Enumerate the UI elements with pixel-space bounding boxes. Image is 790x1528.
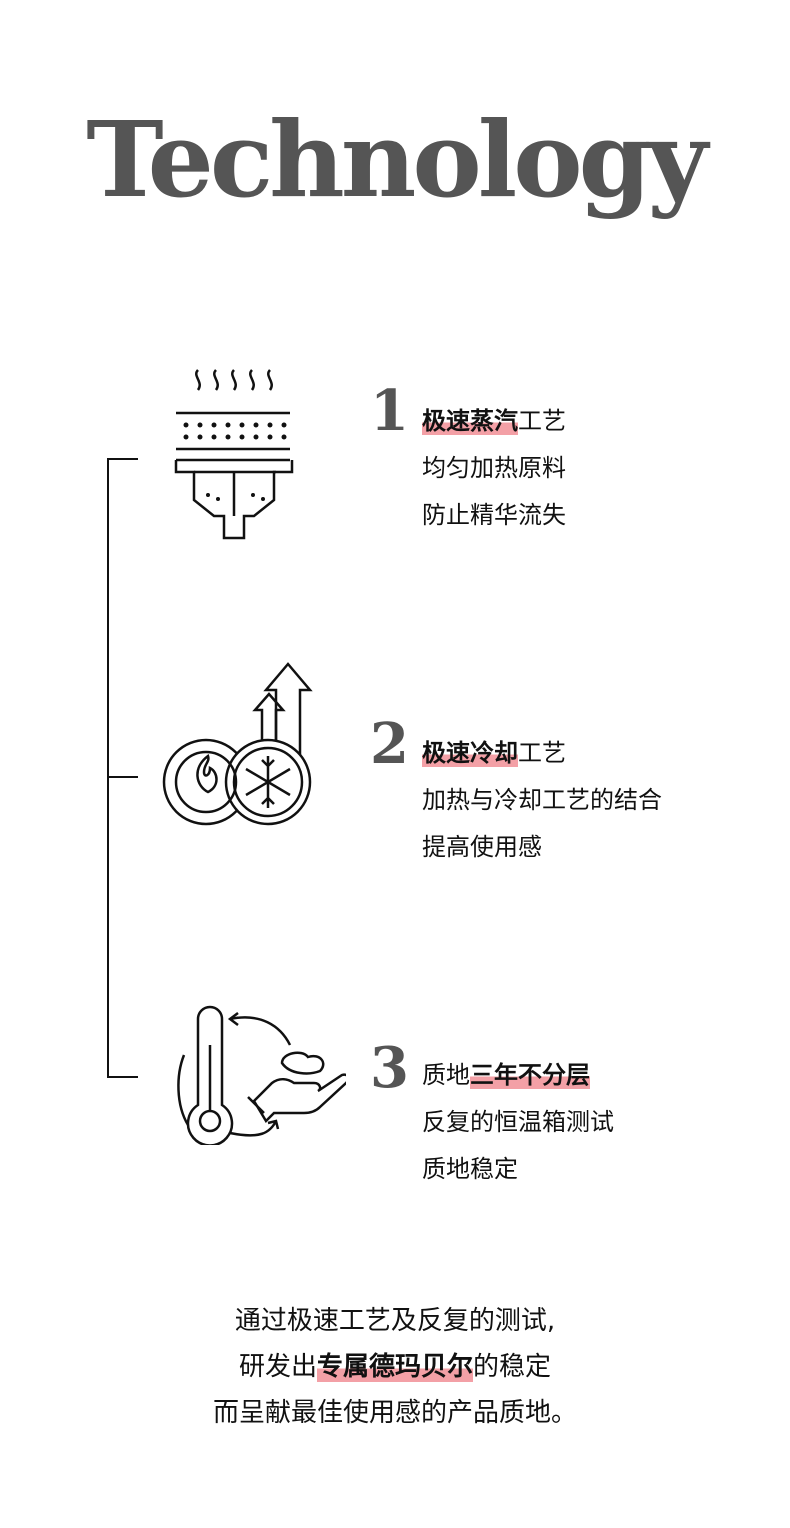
timeline-bracket [107,458,109,1078]
step-heading-prefix: 质地 [422,1061,470,1089]
step-3-text: 质地三年不分层 反复的恒温箱测试 质地稳定 [422,1052,614,1193]
summary-line: 研发出专属德玛贝尔的稳定 [0,1344,790,1390]
step-heading-rest: 工艺 [518,739,566,767]
step-number: 3 [370,1035,409,1101]
step-1-text: 极速蒸汽工艺 均匀加热原料 防止精华流失 [422,398,566,539]
step-2-text: 极速冷却工艺 加热与冷却工艺的结合 提高使用感 [422,730,662,871]
step-line: 提高使用感 [422,833,542,861]
timeline-tick [107,458,138,460]
summary-line: 通过极速工艺及反复的测试, [234,1306,556,1336]
timeline-tick [107,776,138,778]
summary-text: 通过极速工艺及反复的测试, 研发出专属德玛贝尔的稳定 而呈献最佳使用感的产品质地… [0,1298,790,1436]
step-number: 2 [370,711,409,777]
step-number: 1 [370,378,409,444]
summary-text-part: 的稳定 [473,1352,552,1382]
highlight-text: 三年不分层 [470,1061,590,1089]
step-line: 质地稳定 [422,1155,518,1183]
step-line: 加热与冷却工艺的结合 [422,786,662,814]
thermometer-cream-icon [177,1005,346,1145]
summary-line: 而呈献最佳使用感的产品质地。 [212,1398,577,1428]
step-heading-rest: 工艺 [518,407,566,435]
highlight-text: 专属德玛贝尔 [316,1352,473,1382]
step-line: 反复的恒温箱测试 [422,1108,614,1136]
step-line: 防止精华流失 [422,501,566,529]
highlight-text: 极速蒸汽 [422,407,518,435]
timeline-tick [107,1076,138,1078]
summary-text-part: 研发出 [238,1352,317,1382]
highlight-text: 极速冷却 [422,739,518,767]
heat-cool-icon [162,662,313,826]
page-title: Technology [86,98,708,221]
steam-filter-icon [174,369,294,540]
step-line: 均匀加热原料 [422,454,566,482]
